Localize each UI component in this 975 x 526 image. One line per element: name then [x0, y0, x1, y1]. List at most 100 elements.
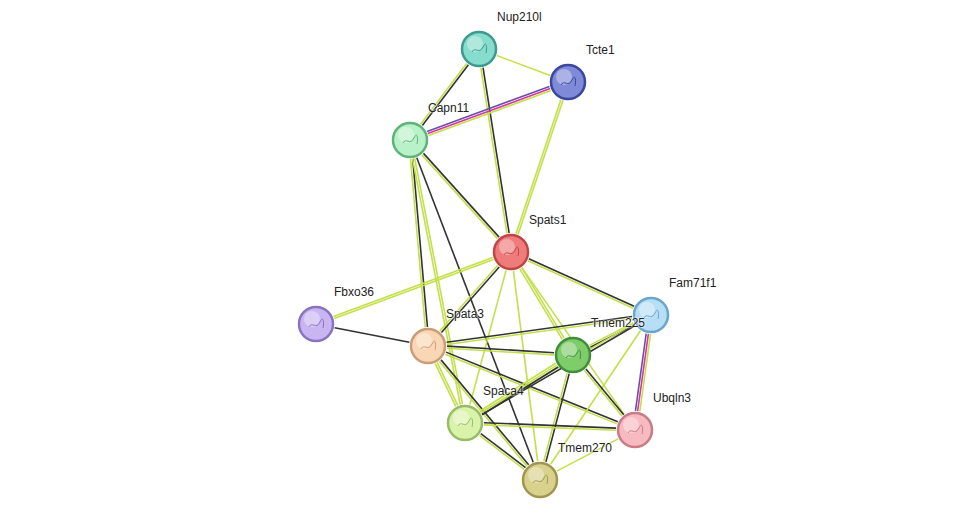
node-disc — [393, 123, 427, 157]
evidence-line — [480, 363, 556, 411]
structure-glyph — [566, 350, 581, 359]
structure-glyph — [421, 341, 436, 350]
structure-glyph — [561, 77, 576, 86]
evidence-line — [482, 325, 635, 414]
node-circle — [409, 327, 447, 365]
node-circle — [446, 404, 484, 442]
evidence-line — [424, 153, 500, 237]
protein-name: Tmem270 — [558, 441, 612, 455]
interaction-edge — [440, 266, 499, 333]
interaction-edge — [479, 434, 525, 470]
interaction-edge — [497, 56, 550, 76]
protein-name: Ubqln3 — [653, 391, 691, 405]
node-disc — [448, 406, 482, 440]
evidence-line — [417, 158, 533, 463]
interaction-edge — [513, 271, 537, 461]
evidence-line — [483, 68, 509, 233]
interaction-edge — [484, 423, 616, 431]
protein-name: Fam71f1 — [669, 276, 716, 290]
structure-glyph — [504, 247, 519, 256]
evidence-line — [482, 367, 558, 415]
node-disc — [462, 32, 496, 66]
structure-glyph — [309, 319, 324, 328]
evidence-line — [513, 271, 537, 461]
evidence-line — [421, 63, 467, 124]
protein-name: Tmem225 — [591, 316, 645, 330]
interaction-edge — [481, 324, 635, 415]
protein-node: Spata3 — [409, 327, 447, 365]
interaction-edge — [584, 369, 623, 416]
evidence-line — [586, 369, 624, 415]
evidence-line — [335, 328, 410, 343]
evidence-line — [638, 334, 649, 411]
protein-node: Tmem270 — [521, 461, 559, 499]
evidence-line — [484, 425, 616, 430]
structure-glyph — [533, 475, 548, 484]
protein-node: Capn11 — [391, 121, 429, 159]
structure-glyph — [403, 135, 418, 144]
evidence-line — [435, 364, 456, 407]
structure-glyph — [458, 418, 473, 427]
protein-name: Spaca4 — [483, 384, 524, 398]
interaction-edge — [557, 439, 618, 471]
structure-glyph — [644, 310, 659, 319]
evidence-line — [441, 267, 499, 333]
interaction-edge — [480, 363, 558, 414]
evidence-line — [481, 68, 507, 233]
evidence-line — [429, 91, 551, 136]
protein-node: Spats1 — [492, 233, 530, 271]
evidence-line — [479, 435, 524, 469]
evidence-line — [428, 89, 550, 134]
node-disc — [556, 338, 590, 372]
interaction-edge — [421, 63, 469, 125]
protein-node: Nup210l — [460, 30, 498, 68]
evidence-line — [528, 261, 633, 308]
evidence-line — [437, 363, 458, 406]
protein-node: Tmem225 — [554, 336, 592, 374]
interaction-edge — [481, 68, 509, 234]
node-circle — [391, 121, 429, 159]
node-circle — [460, 30, 498, 68]
protein-node: Ubqln3 — [616, 411, 654, 449]
interaction-edge — [427, 86, 551, 135]
evidence-line — [635, 334, 646, 411]
node-circle — [549, 63, 587, 101]
interaction-edge — [335, 328, 410, 343]
evidence-line — [481, 434, 526, 468]
node-circle — [521, 461, 559, 499]
evidence-line — [557, 439, 618, 471]
interaction-edge — [417, 158, 533, 463]
evidence-line — [497, 56, 550, 76]
protein-name: Tcte1 — [586, 43, 615, 57]
evidence-line — [422, 65, 468, 126]
protein-name: Fbxo36 — [334, 285, 374, 299]
node-circle — [616, 411, 654, 449]
evidence-line — [481, 365, 557, 413]
node-disc — [299, 307, 333, 341]
interaction-edge — [635, 334, 650, 412]
node-disc — [551, 65, 585, 99]
structure-glyph — [628, 425, 643, 434]
protein-name: Spats1 — [529, 213, 566, 227]
protein-node: Spaca4 — [446, 404, 484, 442]
protein-name: Spata3 — [446, 307, 484, 321]
evidence-line — [440, 266, 498, 332]
protein-node: Fbxo36 — [297, 305, 335, 343]
interaction-edge — [528, 259, 634, 308]
node-disc — [411, 329, 445, 363]
node-circle — [554, 336, 592, 374]
evidence-line — [447, 348, 554, 355]
evidence-line — [422, 155, 498, 239]
evidence-line — [584, 370, 622, 416]
node-disc — [523, 463, 557, 497]
protein-name: Capn11 — [428, 101, 469, 115]
protein-node: Tcte1 — [549, 63, 587, 101]
node-circle — [297, 305, 335, 343]
interaction-edge — [447, 346, 554, 355]
structure-glyph — [472, 44, 487, 53]
node-disc — [494, 235, 528, 269]
interaction-edge — [422, 153, 499, 238]
evidence-line — [427, 86, 549, 131]
